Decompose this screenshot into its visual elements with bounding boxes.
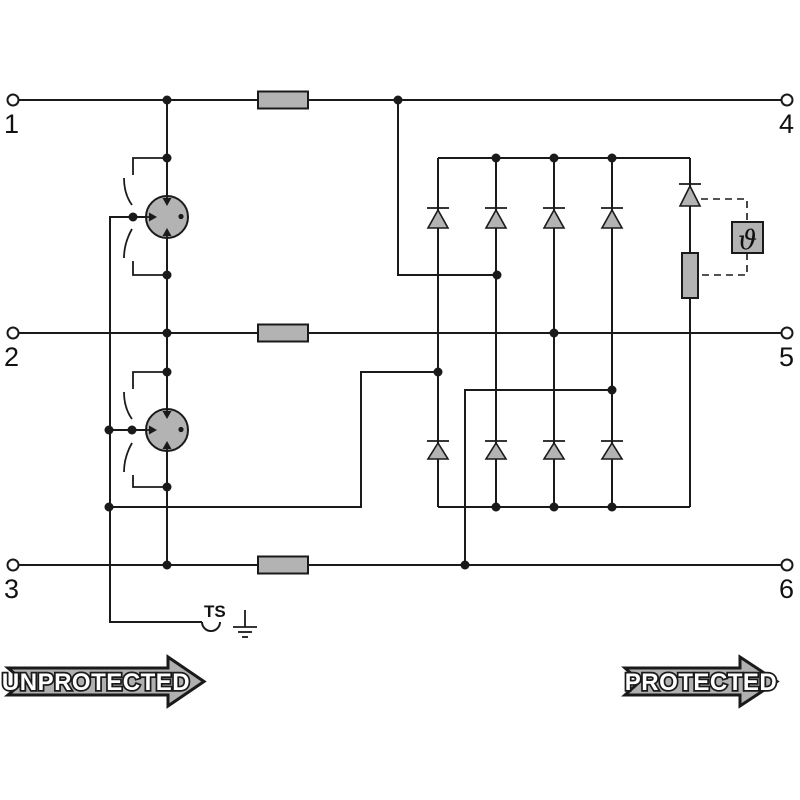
unprotected-arrow-shape <box>3 654 207 709</box>
ts-terminal-group: TS <box>201 602 257 638</box>
thermal-link-dashed-top <box>701 198 748 222</box>
center-electrode-to-ts-wire <box>109 216 202 623</box>
switch-lower-top-bracket <box>132 371 167 389</box>
terminal-label-6: 6 <box>779 574 794 604</box>
gdt-upper-arrow-right <box>149 212 157 222</box>
gas-discharge-tube-upper-icon <box>145 195 189 239</box>
tvs-diode-icon <box>484 207 508 229</box>
gdt-lower-arrow-up <box>162 441 172 449</box>
suppressor-diodes-upper-row <box>426 207 624 229</box>
gdt-lower-arrow-down <box>162 411 172 419</box>
protected-zone-arrow: PROTECTED <box>621 654 780 709</box>
terminal-label-1: 1 <box>4 109 19 139</box>
switch-upper-bottom-bracket <box>132 261 167 276</box>
switch-lower-blade-bottom <box>123 442 133 473</box>
terminal-2-circle <box>6 326 20 340</box>
switch-lower-blade-top <box>123 391 133 420</box>
tvs-diode-icon <box>426 207 450 229</box>
terminal-5-circle <box>780 326 794 340</box>
switch-lower-bottom-bracket <box>132 475 167 488</box>
thermal-resistor-icon <box>681 252 699 299</box>
thermal-monitored-branch: ϑ <box>678 183 764 299</box>
gdt-lower-arrow-right <box>149 425 157 435</box>
suppressor-diodes-lower-row <box>426 440 624 460</box>
junction-dots <box>104 95 617 570</box>
tvs-diode-icon <box>600 207 624 229</box>
thermal-link-dashed-bottom <box>699 253 748 276</box>
gdt-lower-gas-dot <box>178 426 184 433</box>
ts-label: TS <box>204 602 226 621</box>
diode-col4-to-line3-wire <box>464 389 612 565</box>
terminal-1-circle <box>6 93 20 107</box>
temperature-symbol: ϑ <box>738 225 757 256</box>
temperature-sensor-box <box>731 221 764 254</box>
line1-to-diode-col2-wire <box>397 100 497 276</box>
series-impedance-line3-icon <box>257 555 309 575</box>
gas-discharge-tube-lower-icon <box>145 408 189 452</box>
terminal-6-circle <box>780 558 794 572</box>
unprotected-zone-arrow: UNPROTECTED <box>0 654 207 709</box>
ts-disconnect-contact-icon <box>201 621 221 632</box>
switch-upper-blade-bottom <box>123 228 133 259</box>
tvs-diode-icon <box>484 440 508 460</box>
gdt-upper-gas-dot <box>178 213 184 220</box>
terminal-label-4: 4 <box>779 109 794 139</box>
tvs-diode-icon <box>426 440 450 460</box>
terminal-4-circle <box>780 93 794 107</box>
terminals: 1 2 3 4 5 6 <box>4 93 794 604</box>
tvs-diode-icon <box>542 207 566 229</box>
series-impedance-line1-icon <box>257 90 309 110</box>
gdt-upper-arrow-down <box>162 198 172 206</box>
terminal-label-2: 2 <box>4 342 19 372</box>
protected-arrow-shape <box>621 654 780 709</box>
series-impedance-line2-icon <box>257 323 309 343</box>
tvs-diode-icon <box>600 440 624 460</box>
switch-upper-blade-top <box>123 177 133 206</box>
terminal-3-circle <box>6 558 20 572</box>
series-impedances <box>257 90 309 575</box>
terminal-label-5: 5 <box>779 342 794 372</box>
gdt-branch-wiring <box>109 100 202 623</box>
tvs-diode-icon <box>542 440 566 460</box>
unprotected-label: UNPROTECTED <box>2 669 190 696</box>
protected-label: PROTECTED <box>625 669 778 696</box>
gdt-upper-arrow-up <box>162 228 172 236</box>
switch-upper-top-bracket <box>132 157 167 175</box>
tvs-diode-icon <box>678 183 702 207</box>
terminal-label-3: 3 <box>4 574 19 604</box>
diode-col1-to-gdt-rail-wire <box>109 371 438 508</box>
ground-icon <box>233 610 257 638</box>
